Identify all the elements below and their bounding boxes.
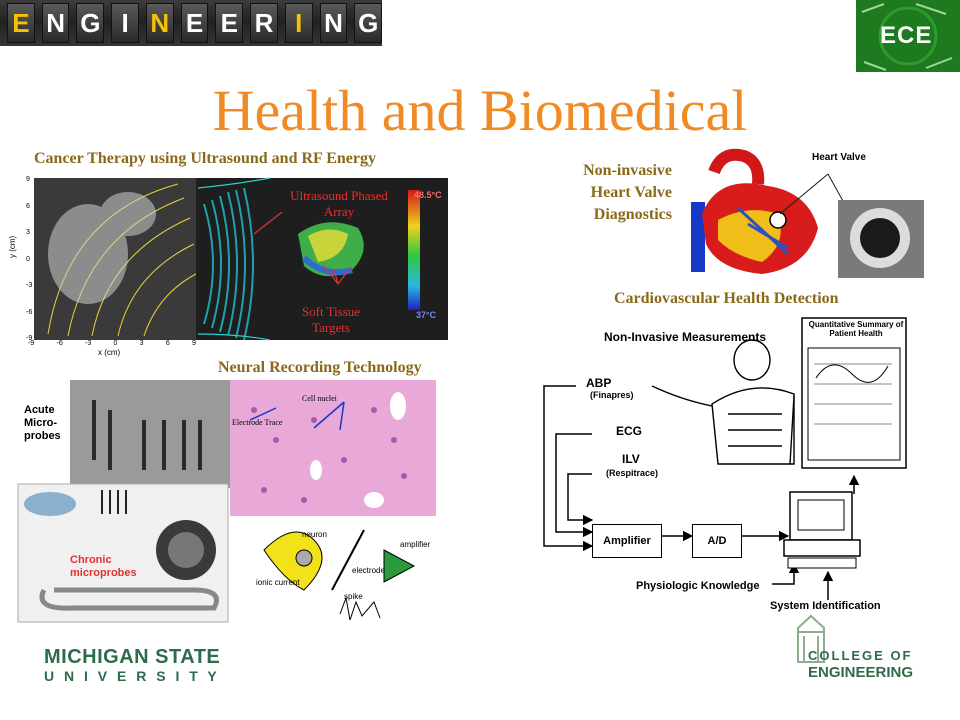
cardio-diagram xyxy=(532,314,912,630)
amplifier-label: amplifier xyxy=(400,540,431,549)
y-tick: 0 xyxy=(26,255,30,263)
y-tick: -9 xyxy=(26,335,33,342)
banner-letter: E xyxy=(180,3,209,43)
ultrasound-plot xyxy=(34,177,448,341)
banner-letter: I xyxy=(284,3,313,43)
msu-wordmark-line1: MICHIGAN STATE xyxy=(44,646,221,668)
college-building-icon xyxy=(794,612,828,664)
ultrasound-figure xyxy=(8,174,450,364)
non-invasive-measurements-label: Non-Invasive Measurements xyxy=(604,330,767,344)
y-tick: 3 xyxy=(26,229,30,236)
y-tick: -6 xyxy=(26,308,33,316)
x-tick: -3 xyxy=(85,340,92,347)
cardio-caption: Cardiovascular Health Detection xyxy=(614,290,839,307)
physiologic-knowledge-label: Physiologic Knowledge xyxy=(636,580,760,592)
cancer-therapy-caption: Cancer Therapy using Ultrasound and RF E… xyxy=(34,150,376,167)
quantitative-summary-label: Quantitative Summary of Patient Health xyxy=(808,320,904,338)
respitrace-label: (Respitrace) xyxy=(606,468,659,478)
temp-low-label: 37°C xyxy=(416,310,437,320)
x-axis-ticks: -9 -6 -3 0 3 6 9 xyxy=(28,340,196,347)
cell-nuclei-label: Cell nuclei xyxy=(302,394,337,403)
banner-letter: N xyxy=(145,3,174,43)
heart-valve-figure xyxy=(678,144,926,280)
amplifier-box: Amplifier xyxy=(592,524,662,558)
heart-illustration xyxy=(691,148,924,278)
heart-valve-caption: Non-invasive Heart Valve Diagnostics xyxy=(583,162,672,223)
y-axis-ticks: 9 6 3 0 -3 -6 -9 xyxy=(26,176,32,342)
finapres-label: (Finapres) xyxy=(590,390,634,400)
abp-label: ABP xyxy=(586,376,612,390)
ionic-current-label: ionic current xyxy=(256,578,300,587)
soft-tissue-targets-label: Soft Tissue Targets xyxy=(301,304,361,335)
y-tick: 9 xyxy=(26,176,30,183)
ad-converter-box: A/D xyxy=(692,524,742,558)
neural-caption: Neural Recording Technology xyxy=(218,359,422,376)
banner-letter: N xyxy=(41,3,70,43)
x-tick: 9 xyxy=(192,340,196,347)
msu-wordmark-line2: U N I V E R S I T Y xyxy=(44,668,220,684)
coe-wordmark-line2: ENGINEERING xyxy=(808,664,914,681)
ece-logo-graphic xyxy=(861,3,953,71)
neural-collage xyxy=(17,380,436,628)
heart-valve-label: Heart Valve xyxy=(812,152,866,163)
banner-letter: G xyxy=(354,3,383,43)
x-tick: -6 xyxy=(56,340,63,347)
x-tick: 0 xyxy=(113,340,118,347)
neural-figure xyxy=(14,380,438,630)
banner-letter: R xyxy=(250,3,278,43)
spike-label: spike xyxy=(344,592,363,601)
x-axis-label: x (cm) xyxy=(98,348,121,357)
coe-wordmark-line1: COLLEGE OF xyxy=(808,648,913,663)
y-axis-label: y (cm) xyxy=(8,235,17,258)
x-tick: 3 xyxy=(139,340,144,347)
banner-letter: I xyxy=(111,3,139,43)
ultrasound-array-label: Ultrasound Phased Array xyxy=(290,188,388,219)
cardio-flow-graphic xyxy=(543,317,907,600)
chronic-microprobes-label: Chronic microprobes xyxy=(70,554,137,579)
temp-high-label: 48.5°C xyxy=(414,190,442,200)
acute-microprobes-label: Acute Micro-probes xyxy=(24,404,61,442)
ece-logo xyxy=(856,0,960,72)
x-tick: -9 xyxy=(28,340,35,347)
neuron-label: neuron xyxy=(302,530,327,539)
ecg-label: ECG xyxy=(616,424,643,438)
banner-letter: E xyxy=(215,3,244,43)
system-identification-label: System Identification xyxy=(770,600,881,612)
x-tick: 6 xyxy=(165,340,170,347)
ilv-label: ILV xyxy=(622,452,640,466)
banner-letter: E xyxy=(7,3,35,43)
electrode-label: electrode xyxy=(352,566,385,575)
banner-letter: G xyxy=(76,3,105,43)
y-tick: -3 xyxy=(26,282,33,289)
banner-letter: N xyxy=(319,3,348,43)
electrode-trace-label: Electrode Trace xyxy=(232,418,283,427)
y-tick: 6 xyxy=(26,202,30,210)
ece-logo-text: ECE xyxy=(880,22,933,49)
page-title: Health and Biomedical xyxy=(212,78,748,143)
